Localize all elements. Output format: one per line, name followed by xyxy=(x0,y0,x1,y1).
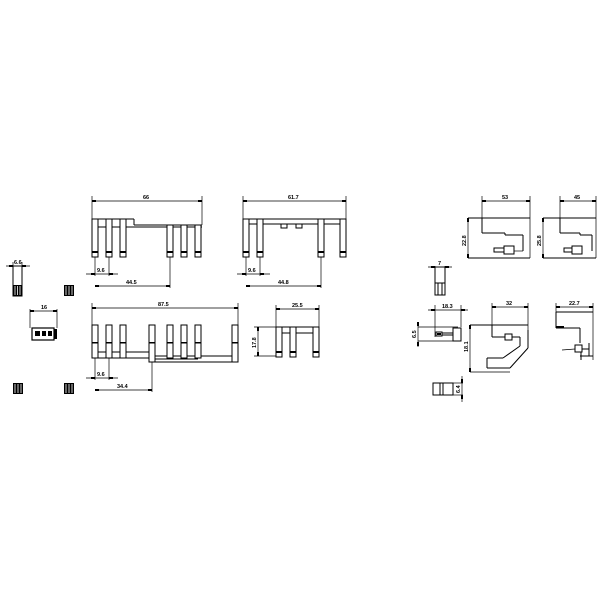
dim-height-22-8: 22.8 xyxy=(462,235,468,246)
small-grille-icon-1 xyxy=(64,285,74,296)
small-grille-icon-2 xyxy=(13,383,23,394)
dim-height-18-1: 18.1 xyxy=(464,341,470,352)
comb-2-2-view: 61.7 9.6 44.8 xyxy=(237,195,347,288)
terminal-mid-view-a: 18.3 6.5 xyxy=(412,304,468,347)
small-cap-view: 6.6 xyxy=(6,260,30,297)
dim-offset-44-5: 44.5 xyxy=(126,280,137,286)
terminal-mid-view-b: 32 18.1 xyxy=(464,301,529,373)
tiny-part-view: 7 xyxy=(428,261,452,296)
dim-width-45: 45 xyxy=(574,195,580,201)
dim-offset-34-4: 34.4 xyxy=(117,384,129,390)
dim-width-22-7: 22.7 xyxy=(569,301,580,307)
dim-pitch-9-6: 9.6 xyxy=(97,268,105,274)
dim-width-7: 7 xyxy=(438,261,441,267)
comb-3-3-view: 66 9.6 44.5 xyxy=(86,195,203,288)
dim-overall-87-5: 87.5 xyxy=(158,302,169,308)
dim-pitch-9-6: 9.6 xyxy=(248,268,256,274)
small-connector-view: 16 xyxy=(29,305,58,341)
dim-height-6-4: 6.4 xyxy=(456,384,462,393)
dim-offset-44-8: 44.8 xyxy=(278,280,289,286)
dim-overall-66: 66 xyxy=(143,195,149,201)
comb-side-view: 25.5 17.8 xyxy=(252,303,320,358)
dim-width-32: 32 xyxy=(506,301,512,307)
dim-width-16: 16 xyxy=(41,305,47,311)
dim-width-18-3: 18.3 xyxy=(442,304,453,310)
small-grille-icon-3 xyxy=(64,383,74,394)
comb-long-view: 87.5 9.6 34.4 xyxy=(86,302,239,392)
terminal-view-a: 53 22.8 xyxy=(462,195,531,259)
terminal-mid-view-c: 22.7 xyxy=(555,301,594,360)
dim-pitch-9-6: 9.6 xyxy=(97,372,105,378)
dim-height-17-8: 17.8 xyxy=(252,337,258,348)
terminal-view-b: 45 25.8 xyxy=(537,195,597,259)
bottom-part-view: 6.4 xyxy=(432,376,463,402)
dim-height-25-8: 25.8 xyxy=(537,235,543,246)
dim-overall-61-7: 61.7 xyxy=(288,195,299,201)
dim-width-6-6: 6.6 xyxy=(14,260,22,266)
dim-width-25-5: 25.5 xyxy=(292,303,303,309)
dim-height-6-5: 6.5 xyxy=(412,330,418,338)
dim-width-53: 53 xyxy=(502,195,508,201)
